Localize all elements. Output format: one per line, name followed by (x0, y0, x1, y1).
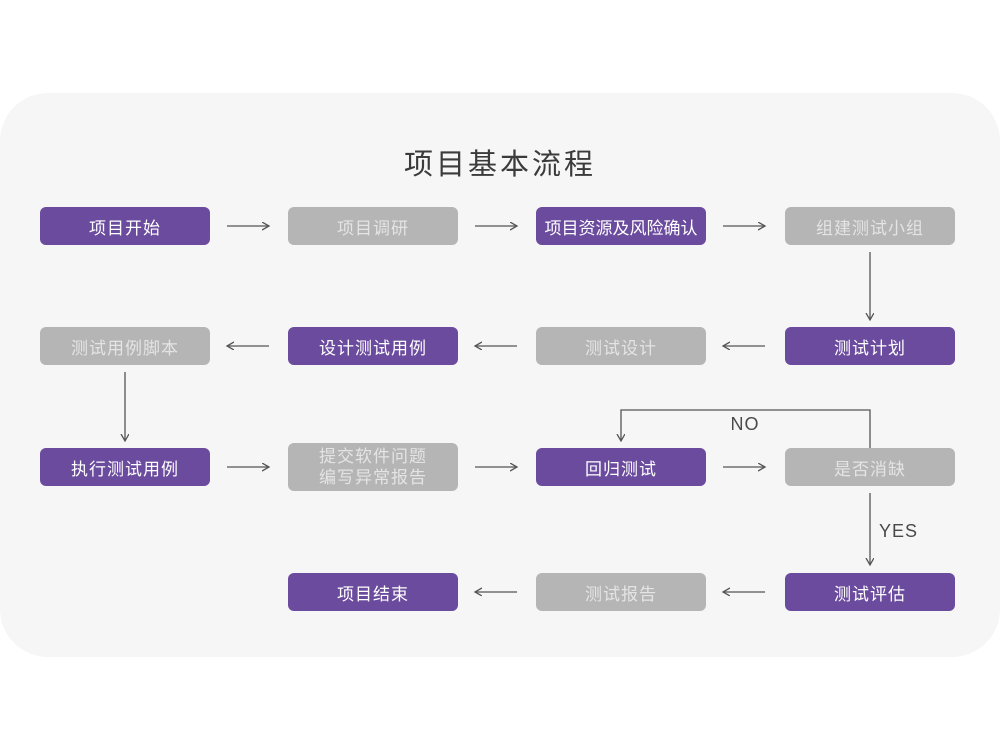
flow-node-test-design: 测试设计 (536, 327, 706, 365)
flow-node-test-plan: 测试计划 (785, 327, 955, 365)
flow-node-project-resources-risk: 项目资源及风险确认 (536, 207, 706, 245)
flow-node-test-case-script: 测试用例脚本 (40, 327, 210, 365)
flow-node-test-evaluation: 测试评估 (785, 573, 955, 611)
flow-node-execute-test-case: 执行测试用例 (40, 448, 210, 486)
flow-node-regression-test: 回归测试 (536, 448, 706, 486)
page-title: 项目基本流程 (403, 149, 596, 181)
flow-node-build-test-team: 组建测试小组 (785, 207, 955, 245)
flow-node-project-research: 项目调研 (288, 207, 458, 245)
flow-node-submit-issue-report: 提交软件问题 编写异常报告 (288, 443, 458, 491)
submit-issue-line-2: 编写异常报告 (319, 468, 427, 487)
edge-label-no: NO (730, 414, 760, 434)
submit-issue-line-1: 提交软件问题 (319, 447, 427, 466)
flow-node-design-test-case: 设计测试用例 (288, 327, 458, 365)
flow-node-test-report: 测试报告 (536, 573, 706, 611)
flowchart-card (0, 93, 1000, 657)
flow-node-project-end: 项目结束 (288, 573, 458, 611)
flow-node-defect-cleared: 是否消缺 (785, 448, 955, 486)
edge-label-yes: YES (879, 521, 919, 541)
flow-node-project-start: 项目开始 (40, 207, 210, 245)
